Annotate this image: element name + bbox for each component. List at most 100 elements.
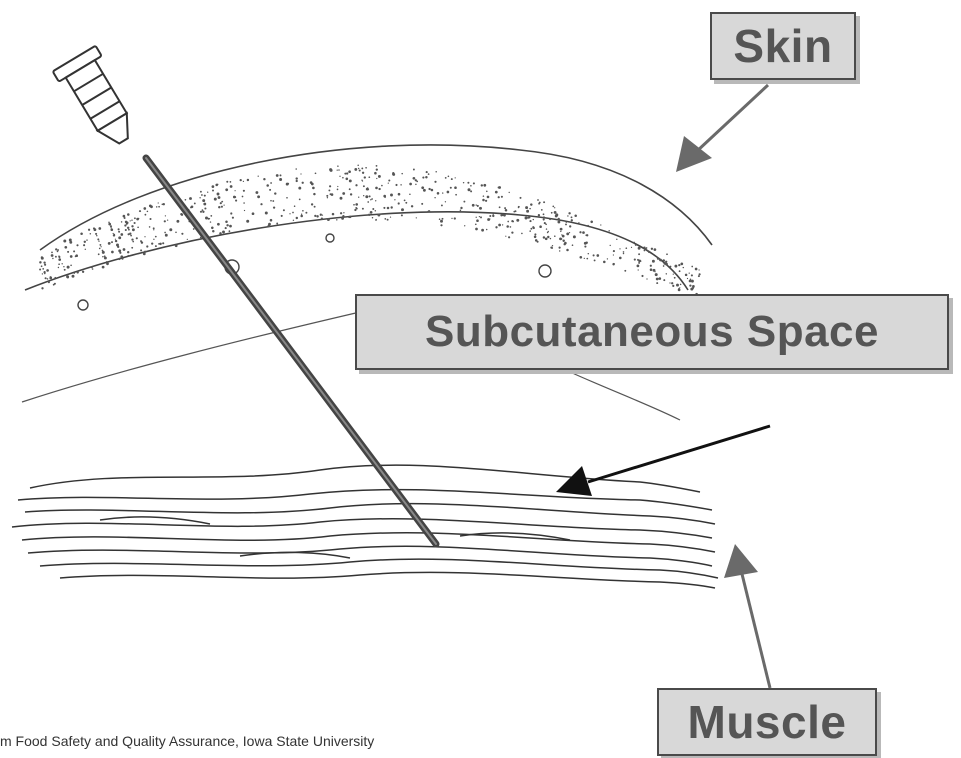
stipple-dot — [190, 206, 192, 208]
stipple-dot — [211, 227, 214, 230]
stipple-dot — [674, 265, 677, 268]
stipple-dot — [635, 244, 637, 246]
stipple-dot — [504, 207, 506, 209]
stipple-dot — [455, 177, 456, 178]
stipple-dot — [679, 270, 681, 272]
stipple-dot — [663, 265, 665, 267]
stipple-dot — [85, 249, 86, 250]
stipple-dot — [475, 228, 478, 231]
stipple-dot — [102, 256, 103, 257]
stipple-dot — [311, 203, 313, 205]
stipple-dot — [92, 268, 94, 270]
stipple-dot — [132, 228, 135, 231]
stipple-dot — [464, 225, 465, 226]
stipple-dot — [538, 214, 540, 216]
stipple-dot — [204, 195, 206, 197]
stipple-dot — [225, 227, 227, 229]
stipple-dot — [384, 197, 385, 198]
stipple-dot — [460, 207, 462, 209]
stipple-dot — [70, 265, 72, 267]
stipple-dot — [375, 187, 378, 190]
skin-layer — [25, 145, 712, 290]
stipple-dot — [544, 222, 546, 224]
stipple-dot — [689, 272, 690, 273]
stipple-dot — [529, 220, 531, 222]
stipple-dot — [232, 217, 234, 219]
stipple-dot — [510, 226, 512, 228]
stipple-dot — [150, 205, 153, 208]
source-credit: m Food Safety and Quality Assurance, Iow… — [0, 733, 374, 749]
stipple-dot — [75, 255, 77, 257]
stipple-dot — [404, 200, 406, 202]
stipple-dot — [97, 238, 99, 240]
stipple-dot — [637, 265, 640, 268]
stipple-dot — [281, 215, 283, 217]
stipple-dot — [120, 233, 123, 236]
stipple-dot — [529, 208, 531, 210]
stipple-dot — [273, 206, 275, 208]
stipple-dot — [120, 255, 123, 258]
stipple-dot — [151, 242, 153, 244]
syringe — [53, 46, 145, 154]
stipple-dot — [357, 165, 359, 167]
stipple-dot — [631, 247, 632, 248]
stipple-dot — [67, 266, 70, 269]
stipple-dot — [108, 242, 111, 245]
stipple-dot — [539, 225, 542, 228]
stipple-dot — [656, 282, 658, 284]
stipple-dot — [63, 240, 66, 243]
stipple-dot — [513, 211, 515, 213]
stipple-dot — [43, 271, 45, 273]
stipple-dot — [434, 197, 435, 198]
stipple-dot — [147, 211, 149, 213]
stipple-dot — [159, 243, 161, 245]
stipple-dot — [99, 244, 101, 246]
stipple-dot — [311, 183, 314, 186]
stipple-dot — [506, 225, 509, 228]
stipple-dot — [567, 215, 568, 216]
stipple-dot — [691, 274, 693, 276]
stipple-dot — [80, 233, 83, 236]
stipple-dot — [355, 184, 357, 186]
stipple-dot — [483, 195, 485, 197]
stipple-dot — [612, 263, 614, 265]
stipple-dot — [48, 281, 50, 283]
stipple-dot — [222, 230, 225, 233]
stipple-dot — [603, 261, 606, 264]
stipple-dot — [235, 200, 237, 202]
stipple-dot — [571, 216, 573, 218]
stipple-dot — [638, 247, 641, 250]
stipple-dot — [217, 193, 220, 196]
stipple-dot — [657, 257, 660, 260]
stipple-dot — [498, 196, 500, 198]
stipple-dot — [673, 271, 675, 273]
stipple-dot — [460, 210, 462, 212]
stipple-dot — [566, 221, 567, 222]
stipple-dot — [163, 203, 165, 205]
stipple-dot — [511, 220, 513, 222]
stipple-dot — [230, 212, 232, 214]
stipple-dot — [90, 233, 92, 235]
stipple-dot — [656, 278, 659, 281]
stipple-dot — [659, 277, 662, 280]
stipple-dot — [327, 197, 328, 198]
stipple-dot — [67, 277, 69, 279]
stipple-dot — [413, 177, 416, 180]
stipple-dot — [201, 194, 203, 196]
stipple-dot — [654, 248, 657, 251]
stipple-dot — [448, 175, 450, 177]
stipple-dot — [286, 183, 289, 186]
stipple-dot — [176, 220, 179, 223]
stipple-dot — [175, 232, 177, 234]
stipple-dot — [584, 258, 585, 259]
stipple-dot — [377, 214, 380, 217]
stipple-dot — [131, 247, 133, 249]
stipple-dot — [470, 185, 472, 187]
stipple-dot — [212, 185, 215, 188]
stipple-dot — [337, 186, 338, 187]
stipple-dot — [368, 176, 370, 178]
stipple-dot — [212, 230, 214, 232]
stipple-dot — [552, 206, 554, 208]
stipple-dot — [348, 216, 350, 218]
stipple-dot — [104, 257, 107, 260]
